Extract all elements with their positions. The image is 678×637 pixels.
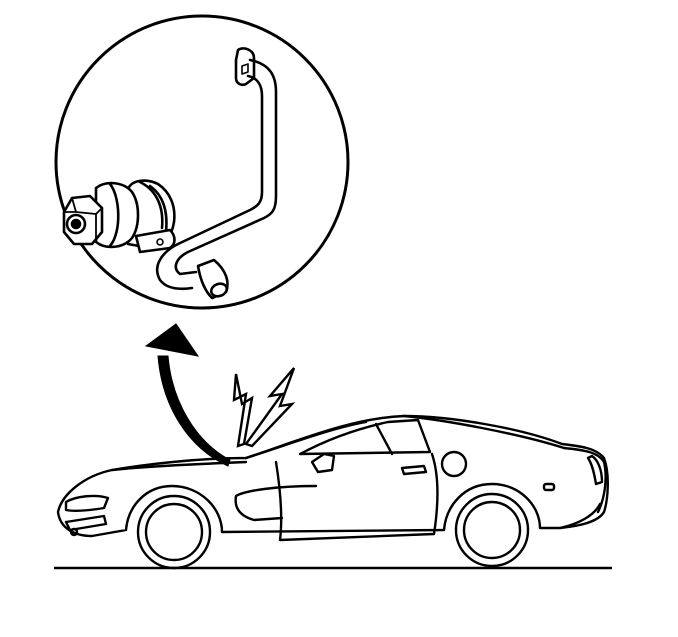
car [56, 414, 609, 570]
front-intake [64, 514, 108, 532]
valve-body-ridge [108, 182, 120, 248]
front-rim [144, 502, 204, 562]
door-outline [274, 452, 439, 542]
rear-tire [454, 492, 530, 568]
detail-callout [54, 14, 350, 310]
windshield [244, 420, 368, 460]
pipe-bracket-top [234, 47, 256, 87]
rear-wheel [454, 492, 530, 568]
fuel-door [440, 450, 468, 478]
pointer-arrow-head [144, 323, 200, 357]
side-cove [234, 484, 318, 522]
hex-nut-edge [63, 197, 103, 239]
front-wheel [136, 494, 212, 570]
lightning-bolts [232, 367, 296, 448]
rear-fascia [562, 446, 607, 514]
pipe-end-cap-face [209, 282, 229, 298]
roof-line [402, 414, 566, 450]
elbow-bracket-bolt [156, 238, 164, 246]
hood-line [110, 460, 248, 472]
taillight [586, 454, 604, 486]
elbow-bracket [134, 228, 176, 254]
pointer-arrow [144, 323, 231, 467]
lightning-bolt-right [244, 367, 296, 448]
door-handle [400, 464, 428, 476]
car-body-outline [56, 414, 609, 538]
rear-rim [462, 500, 522, 560]
side-window [298, 418, 432, 456]
side-mirror [310, 452, 336, 474]
fog-light [69, 527, 79, 537]
pipe-assembly [62, 47, 278, 300]
elbow-fitting-band [138, 180, 168, 234]
front-tire [136, 494, 212, 570]
nut-bore-inner [70, 218, 82, 230]
lightning-bolt-left [232, 373, 254, 448]
pipe-tube-inner [155, 74, 264, 291]
pipe-tube-outer [174, 58, 278, 276]
window-divider [374, 422, 394, 456]
pipe-bracket-hole [241, 63, 249, 75]
pointer-arrow-shaft [157, 355, 231, 467]
rear-marker [542, 482, 556, 492]
headlight [64, 494, 110, 513]
rear-bumper [558, 502, 602, 530]
